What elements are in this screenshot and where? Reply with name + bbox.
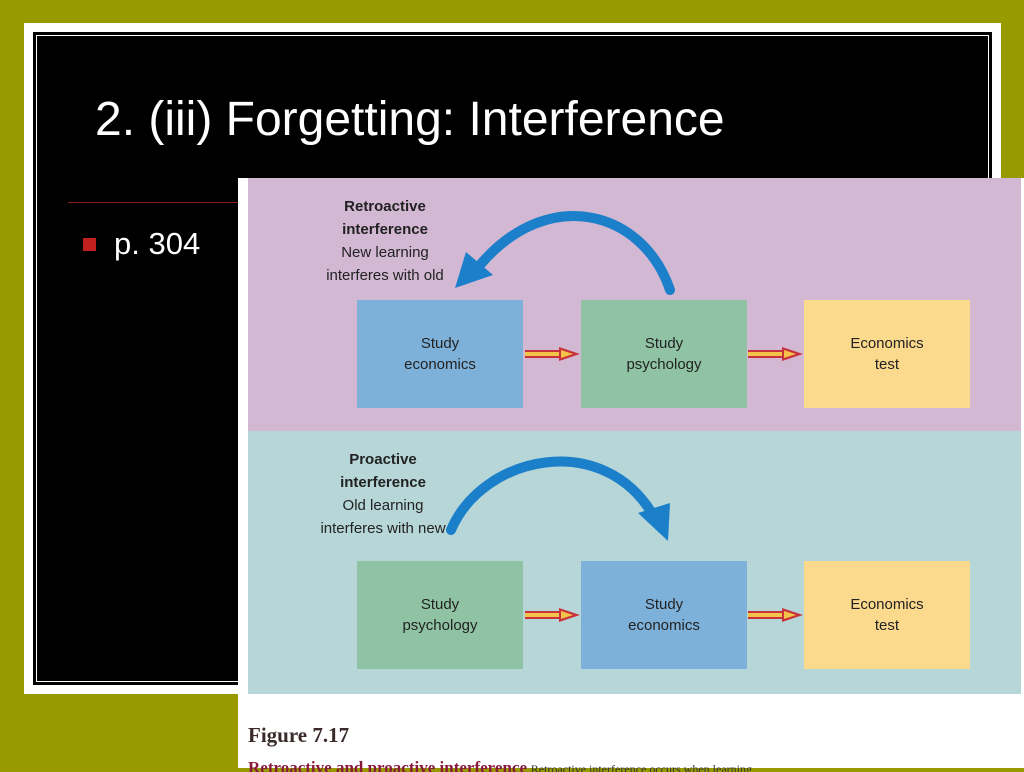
retro-connector-arrow-1 bbox=[525, 347, 580, 361]
retro-box-1-line1: Study bbox=[420, 335, 460, 352]
proactive-label-desc-2: interferes with new bbox=[320, 520, 446, 537]
pro-box-2-line2: economics bbox=[628, 617, 700, 634]
proactive-label: Proactive interference Old learning inte… bbox=[298, 448, 468, 540]
proactive-panel: Proactive interference Old learning inte… bbox=[248, 431, 1021, 694]
bullet-text: p. 304 bbox=[114, 226, 201, 261]
retroactive-label-title-2: interference bbox=[342, 221, 428, 238]
retro-box-study-economics: Study economics bbox=[357, 300, 523, 408]
bullet-item: p. 304 bbox=[83, 226, 200, 262]
proactive-label-title-2: interference bbox=[340, 474, 426, 491]
retroactive-arc-arrow bbox=[455, 211, 675, 295]
retro-box-2-line2: psychology bbox=[626, 356, 702, 373]
pro-box-economics-test: Economics test bbox=[804, 561, 970, 669]
pro-box-study-psychology: Study psychology bbox=[357, 561, 523, 669]
pro-box-2-line1: Study bbox=[644, 596, 684, 613]
pro-box-1-line1: Study bbox=[420, 596, 460, 613]
retroactive-label-desc-2: interferes with old bbox=[326, 267, 444, 284]
retro-connector-arrow-2 bbox=[748, 347, 803, 361]
retro-box-economics-test: Economics test bbox=[804, 300, 970, 408]
retro-box-3-line1: Economics bbox=[850, 335, 924, 352]
retroactive-label-desc-1: New learning bbox=[341, 244, 429, 261]
retro-box-3-line2: test bbox=[874, 356, 900, 373]
retroactive-panel: Retroactive interference New learning in… bbox=[248, 178, 1021, 431]
retro-box-study-psychology: Study psychology bbox=[581, 300, 747, 408]
retroactive-label-title: Retroactive bbox=[344, 198, 426, 215]
proactive-label-title: Proactive bbox=[349, 451, 417, 468]
pro-box-3-line2: test bbox=[874, 617, 900, 634]
pro-connector-arrow-1 bbox=[525, 608, 580, 622]
pro-box-3-line1: Economics bbox=[850, 596, 924, 613]
figure-description-heading: Retroactive and proactive interference bbox=[248, 758, 527, 772]
figure-image: Retroactive interference New learning in… bbox=[238, 178, 1024, 772]
figure-caption: Figure 7.17 bbox=[248, 723, 350, 747]
proactive-arc-arrow bbox=[446, 456, 670, 541]
retro-box-2-line1: Study bbox=[644, 335, 684, 352]
pro-box-1-line2: psychology bbox=[402, 617, 478, 634]
pro-box-study-economics: Study economics bbox=[581, 561, 747, 669]
proactive-label-desc-1: Old learning bbox=[342, 497, 424, 514]
title-underline bbox=[68, 202, 273, 203]
slide-title: 2. (iii) Forgetting: Interference bbox=[95, 93, 725, 146]
figure-description: Retroactive and proactive interference R… bbox=[248, 758, 1021, 772]
retro-box-1-line2: economics bbox=[404, 356, 476, 373]
pro-connector-arrow-2 bbox=[748, 608, 803, 622]
bullet-square-icon bbox=[83, 237, 96, 251]
figure-description-text: Retroactive interference occurs when lea… bbox=[530, 762, 752, 772]
retroactive-label: Retroactive interference New learning in… bbox=[305, 195, 465, 287]
